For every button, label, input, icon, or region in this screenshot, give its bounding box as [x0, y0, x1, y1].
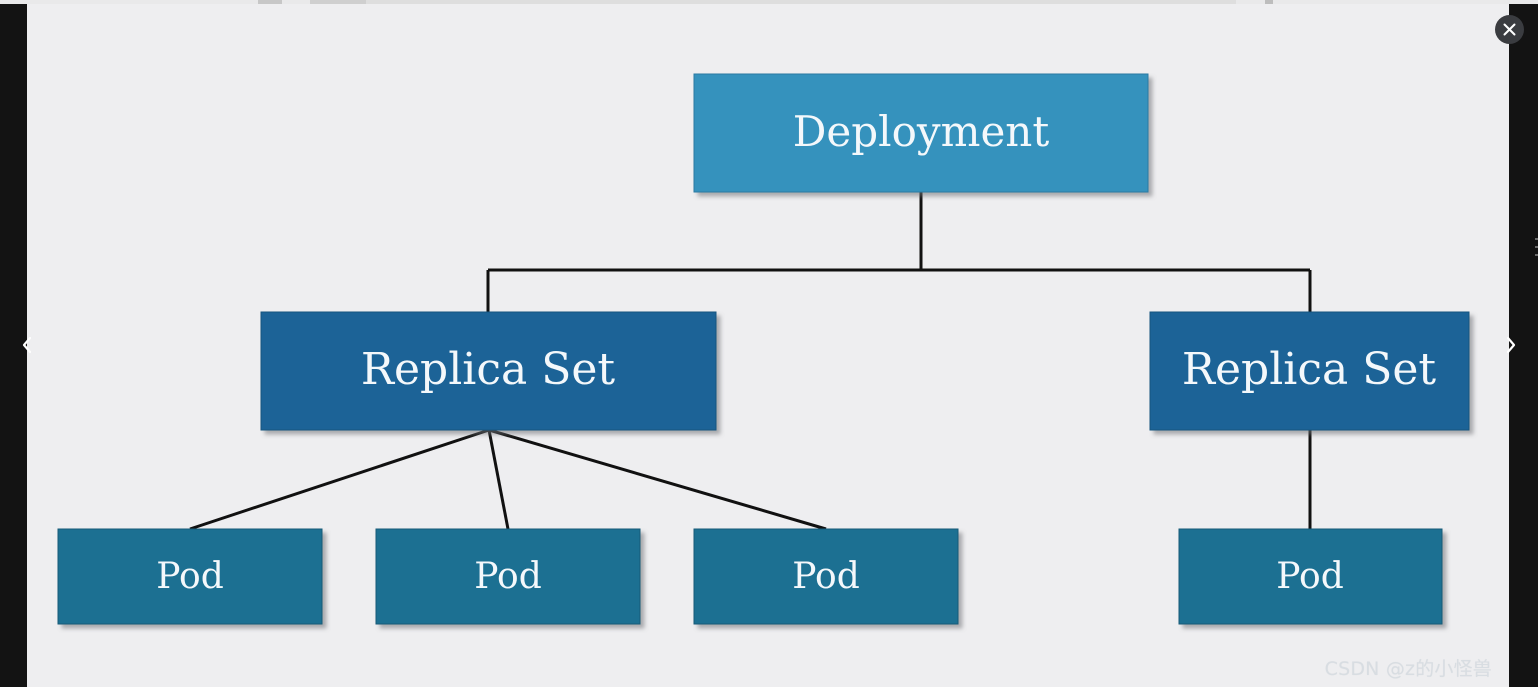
pod-label-2: Pod: [474, 556, 541, 597]
close-button[interactable]: [1495, 15, 1524, 44]
pod-node-4: Pod: [1178, 528, 1443, 625]
replica-set-node-right: Replica Set: [1149, 311, 1470, 431]
pod-node-1: Pod: [57, 528, 323, 625]
pod-node-3: Pod: [693, 528, 959, 625]
pod-label-4: Pod: [1276, 556, 1343, 597]
image-frame: Deployment Replica Set Replica Set Pod P…: [27, 4, 1509, 687]
pod-label-1: Pod: [156, 556, 223, 597]
chevron-right-icon: [1506, 336, 1516, 354]
replica-set-label-right: Replica Set: [1182, 344, 1437, 395]
deployment-node: Deployment: [693, 73, 1149, 193]
background-menu-icon: [1535, 238, 1538, 256]
connector-lines: [189, 192, 1312, 531]
pod-label-3: Pod: [792, 556, 859, 597]
replica-set-label-left: Replica Set: [361, 344, 616, 395]
background-page-strip: [0, 0, 1538, 4]
watermark: CSDN @z的小怪兽: [1324, 658, 1492, 680]
close-icon: [1503, 23, 1516, 36]
replica-set-node-left: Replica Set: [260, 311, 717, 431]
next-image-button[interactable]: [1503, 333, 1519, 357]
chevron-left-icon: [22, 336, 32, 354]
pod-node-2: Pod: [375, 528, 641, 625]
deployment-label: Deployment: [793, 107, 1050, 156]
prev-image-button[interactable]: [19, 333, 35, 357]
deployment-diagram: Deployment Replica Set Replica Set Pod P…: [57, 73, 1470, 625]
